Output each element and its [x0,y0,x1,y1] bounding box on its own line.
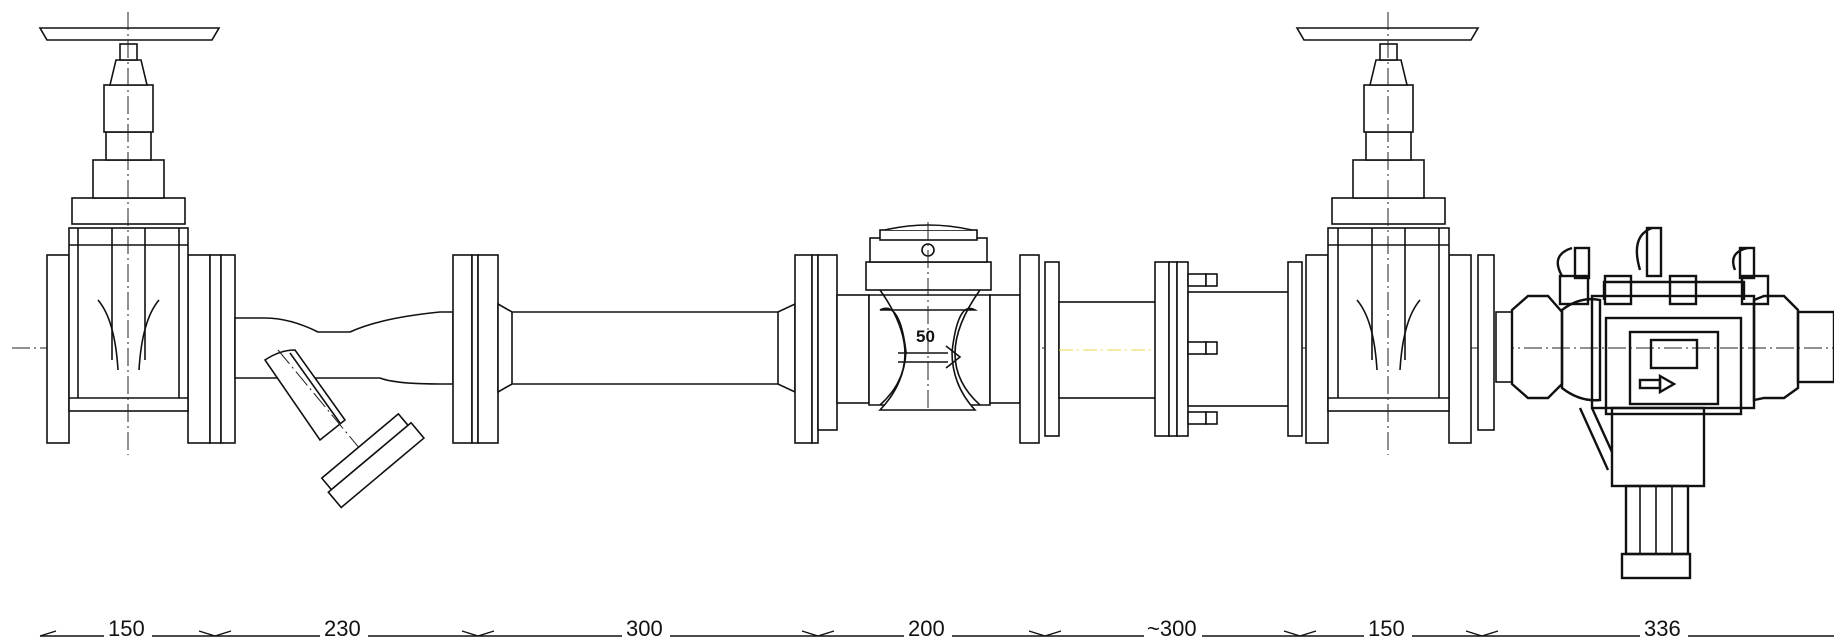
backflow-preventer [1495,226,1834,580]
flow-direction-arrow-icon [1638,373,1677,395]
dimension-200: 200 [908,616,945,638]
dimension-150-a: 150 [108,616,145,638]
dimension-336: 336 [1644,616,1681,638]
y-strainer [234,254,499,509]
flow-arrow-icon [898,345,962,369]
straight-pipe [497,254,819,444]
dimension-230: 230 [324,616,361,638]
dimension-labels: 150 230 300 200 ~300 150 336 [104,616,1688,638]
gate-valve-2 [1295,12,1495,455]
meter-size-marking: 50 [916,327,935,346]
dimension-300: 300 [626,616,663,638]
gate-valve-1 [38,12,236,455]
dimension-300-approx: ~300 [1147,616,1197,638]
dismantling-joint [1044,261,1303,437]
dimension-150-b: 150 [1368,616,1405,638]
water-meter: 50 [817,222,1040,444]
